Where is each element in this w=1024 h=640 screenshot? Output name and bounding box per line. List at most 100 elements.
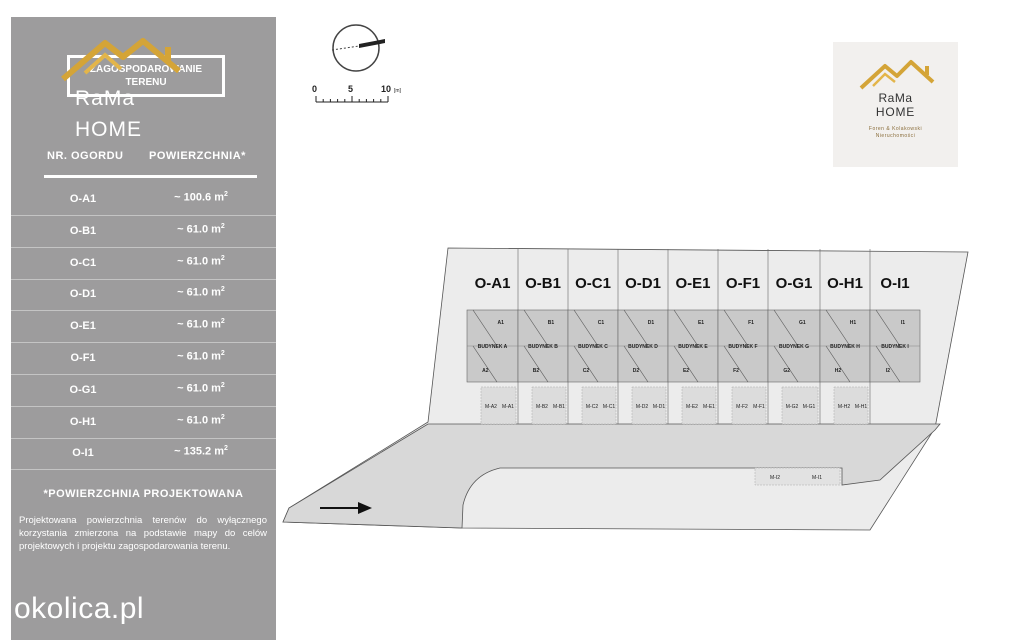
- building-name: BUDYNEK I: [881, 344, 909, 350]
- parking-spot-pair: [754, 467, 841, 486]
- plot-label: O-D1: [625, 275, 661, 292]
- parking-spot-pair: [731, 386, 767, 425]
- area-unit-superscript: 2: [220, 254, 225, 262]
- scale-tick-10: 10: [381, 84, 391, 94]
- unit-label: D2: [633, 368, 640, 374]
- plot-label: O-E1: [675, 275, 710, 292]
- parking-spot-label: M-E2: [686, 404, 698, 410]
- garden-id: O-G1: [69, 383, 97, 396]
- roof-logo-icon: [859, 60, 935, 90]
- parking-spot-label: M-E1: [703, 404, 715, 410]
- building-name: BUDYNEK D: [628, 344, 658, 350]
- logo-card-tagline-2: Nieruchomości: [875, 133, 916, 139]
- brand-sub: HOME: [75, 118, 142, 141]
- garden-row: O-I1 ~ 135.2 m2: [11, 437, 276, 471]
- unit-label: H1: [850, 320, 857, 326]
- column-header-area: POWIERZCHNIA*: [149, 150, 246, 162]
- building-name: BUDYNEK B: [528, 344, 558, 350]
- logo-card-sub: HOME: [875, 105, 916, 119]
- area-unit-superscript: 2: [223, 191, 228, 198]
- scale-tick-5: 5: [348, 84, 353, 94]
- plot-label: O-I1: [880, 275, 909, 292]
- plot-label: O-F1: [726, 275, 760, 292]
- plot-label: O-A1: [475, 275, 511, 292]
- building-name: BUDYNEK C: [578, 344, 608, 350]
- parking-spot-label: M-C1: [603, 404, 615, 410]
- garden-row: O-E1 ~ 61.0 m2: [11, 310, 276, 344]
- unit-label: D1: [648, 320, 655, 326]
- garden-id: O-F1: [70, 352, 96, 364]
- plot-label: O-C1: [575, 275, 611, 292]
- area-unit-superscript: 2: [223, 445, 228, 453]
- parking-spot-label: M-G1: [803, 404, 816, 410]
- parking-spot-pair: [631, 386, 667, 425]
- garden-area-value: ~ 135.2 m: [174, 446, 224, 459]
- header-divider: [44, 175, 257, 178]
- garden-area-value: ~ 61.0 m: [177, 382, 221, 395]
- parking-spot-label: M-F1: [753, 404, 765, 410]
- parking-spot-label: M-C2: [586, 404, 598, 410]
- area-unit-superscript: 2: [220, 318, 225, 326]
- garden-row: O-B1~ 61.0 m2: [11, 215, 276, 248]
- garden-row: O-G1 ~ 61.0 m2: [11, 374, 276, 407]
- plot-label: O-B1: [525, 275, 561, 292]
- garden-area-value: ~ 61.0 m: [177, 414, 221, 427]
- garden-id: O-D1: [69, 288, 97, 301]
- unit-label: C2: [583, 368, 590, 374]
- brand-name: RaMa: [75, 87, 136, 110]
- parking-spot-label: M-H1: [855, 404, 867, 410]
- garden-area: ~ 61.0 m2: [146, 286, 256, 299]
- parking-spot-label: M-G2: [786, 404, 799, 410]
- unit-label: I2: [886, 368, 890, 374]
- parking-spot-pair: [581, 386, 617, 425]
- parking-spot-pair: [833, 386, 869, 425]
- building-name: BUDYNEK A: [478, 344, 508, 350]
- garden-id: O-H1: [69, 415, 97, 428]
- unit-label: A1: [497, 320, 504, 326]
- company-logo-card: RaMa HOME Foren & Kolakowski Nieruchomoś…: [833, 42, 958, 167]
- logo-card-name: RaMa: [878, 91, 913, 105]
- column-header-garden: NR. OGORDU: [47, 150, 124, 162]
- unit-label: I1: [901, 320, 905, 326]
- garden-area: ~ 61.0 m2: [146, 382, 256, 395]
- garden-row: O-F1~ 61.0 m2: [11, 342, 276, 375]
- watermark: okolica.pl: [14, 592, 145, 625]
- parking-spot-label: M-D1: [653, 404, 665, 410]
- unit-label: B1: [548, 320, 555, 326]
- garden-id: O-I1: [72, 447, 94, 460]
- garden-area-value: ~ 61.0 m: [177, 223, 221, 236]
- footnote-title: *POWIERZCHNIA PROJEKTOWANA: [43, 488, 244, 500]
- parking-spot-label: M-F2: [736, 404, 748, 410]
- parking-spot-label: M-B2: [536, 404, 548, 410]
- scale-unit: [m]: [394, 88, 402, 94]
- area-unit-superscript: 2: [220, 413, 225, 421]
- parking-spot-pair: [781, 386, 819, 425]
- north-compass-icon: [331, 24, 385, 72]
- garden-row: O-A1~ 100.6 m2: [11, 183, 276, 216]
- building-name: BUDYNEK F: [728, 344, 757, 350]
- entry-arrow-icon: [320, 502, 372, 514]
- area-unit-superscript: 2: [220, 286, 225, 294]
- logo-card-tagline: Foren & Kolakowski: [868, 126, 923, 132]
- unit-label: E2: [683, 368, 689, 374]
- unit-label: F1: [748, 320, 754, 326]
- garden-area-value: ~ 61.0 m: [177, 318, 221, 331]
- garden-area: ~ 61.0 m2: [146, 223, 256, 236]
- title-line-1: ZAGOSPODAROWANIE: [89, 64, 203, 75]
- parking-spot-label: M-B1: [553, 404, 565, 410]
- plot-label: O-G1: [776, 275, 813, 292]
- parking-spot-label: M-H2: [838, 404, 850, 410]
- garden-id: O-E1: [70, 320, 96, 333]
- garden-row: O-H1 ~ 61.0 m2: [11, 406, 276, 439]
- title-line-2: TERENU: [125, 77, 167, 88]
- garden-area: ~ 61.0 m2: [146, 255, 256, 268]
- scale-bar: 0 5 10 [m]: [312, 84, 402, 103]
- garden-area: ~ 61.0 m2: [146, 414, 256, 427]
